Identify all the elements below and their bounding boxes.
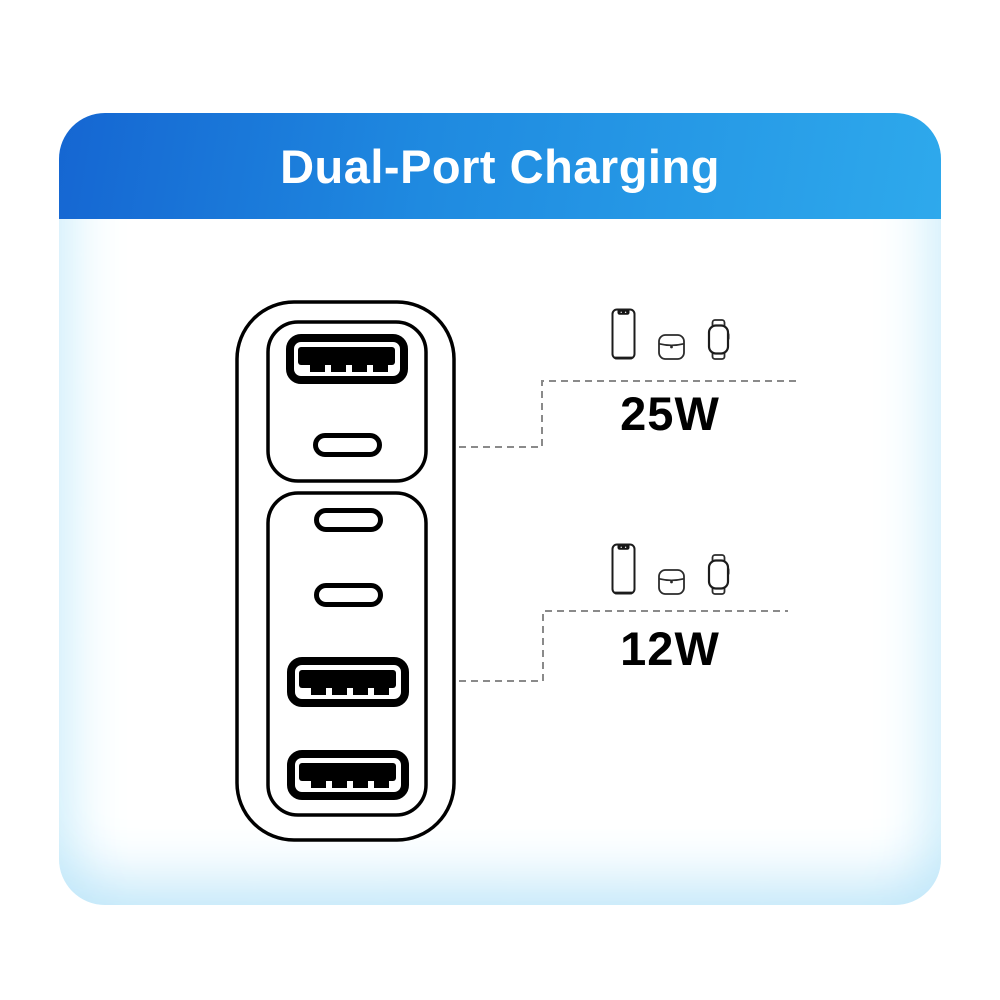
smartwatch-icon <box>707 319 729 360</box>
usb-a-port-2 <box>291 661 405 703</box>
wattage-label-25w: 25W <box>620 387 720 440</box>
earbuds-case-icon <box>657 569 685 595</box>
usb-c-port-3 <box>317 586 381 605</box>
phone-icon <box>611 308 635 360</box>
device-icons-row <box>542 538 798 595</box>
device-icons-row <box>542 303 798 360</box>
usb-c-port-1 <box>316 436 380 455</box>
charger-bottom-section <box>266 491 428 817</box>
usb-a-port-1 <box>290 338 404 380</box>
earbuds-case-icon <box>657 334 685 360</box>
page-title: Dual-Port Charging <box>280 139 720 193</box>
annotation-group-12w: 12W <box>542 538 798 672</box>
phone-icon <box>611 543 635 595</box>
wattage-label-12w: 12W <box>620 622 720 675</box>
connector-25w-dashed-line <box>387 380 798 448</box>
card-header: Dual-Port Charging <box>59 113 941 219</box>
smartwatch-icon <box>707 554 729 595</box>
connector-12w-dashed-line <box>411 610 788 682</box>
usb-c-port-2 <box>317 511 381 530</box>
usb-a-port-3 <box>291 754 405 796</box>
feature-card: Dual-Port Charging <box>59 113 941 905</box>
annotation-group-25w: 25W <box>542 303 798 437</box>
